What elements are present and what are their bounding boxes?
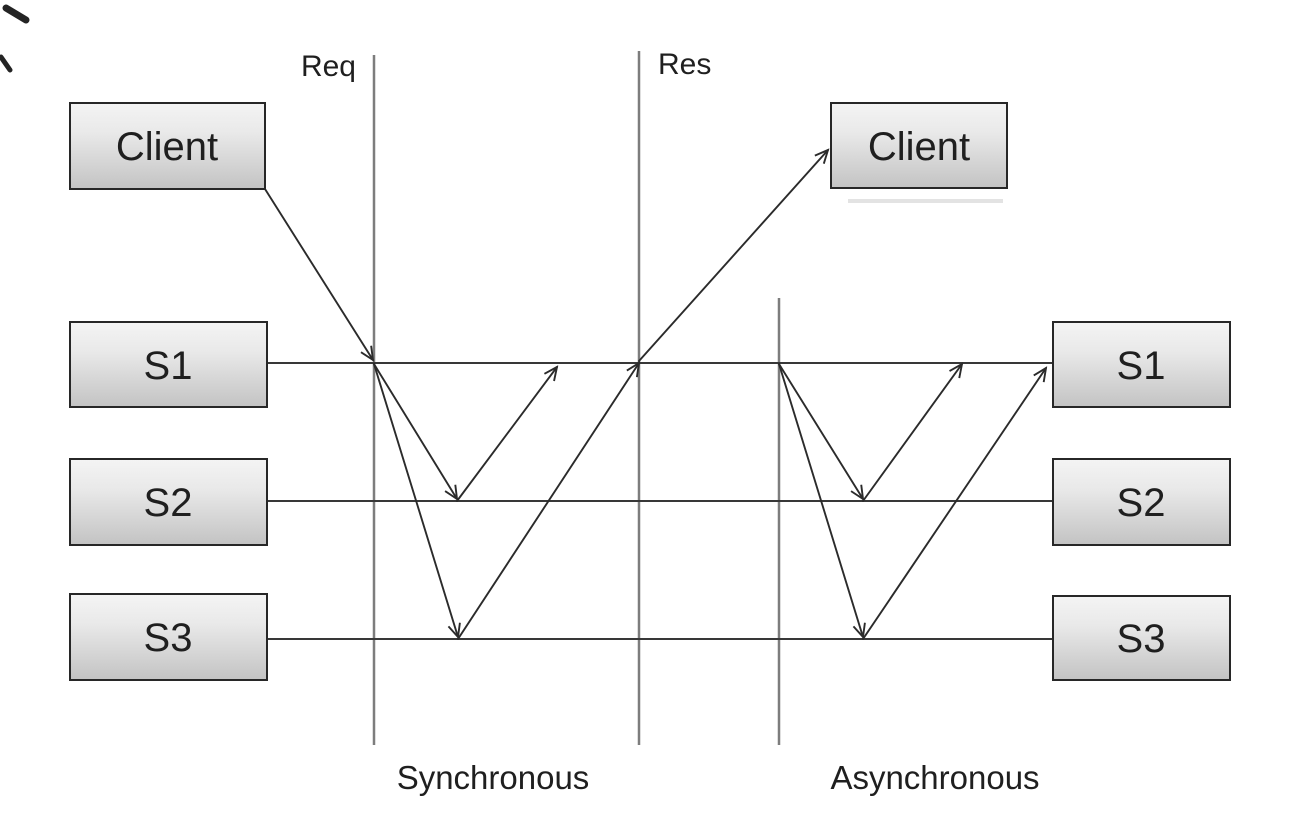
arrow-async-s3-to-s1box (862, 368, 1046, 640)
node-s2-right: S2 (1052, 458, 1231, 546)
arrow-client-to-s1 (264, 188, 373, 360)
req-label: Req (301, 50, 356, 83)
node-client-right: Client (830, 102, 1008, 189)
node-s3-left-label: S3 (144, 616, 193, 660)
node-client-right-label: Client (868, 125, 970, 169)
arrow-async-s1-to-s3 (778, 363, 863, 637)
node-s2-right-box (1052, 458, 1231, 546)
res-label: Res (658, 48, 711, 81)
node-s2-right-label: S2 (1117, 481, 1166, 525)
node-s1-right-box (1052, 321, 1231, 408)
node-client-left-box (69, 102, 266, 190)
node-s3-left: S3 (69, 593, 268, 681)
node-s2-left-label: S2 (144, 481, 193, 525)
node-s1-left-label: S1 (144, 344, 193, 388)
arrow-sync-s2-to-s1 (456, 367, 557, 502)
node-s1-left: S1 (69, 321, 268, 408)
node-s3-right-label: S3 (1117, 617, 1166, 661)
arrow-sync-s3-to-res (457, 363, 639, 640)
node-s3-right-box (1052, 595, 1231, 681)
node-client-right-box (830, 102, 1008, 189)
arrow-async-s1-to-s2 (778, 363, 863, 499)
node-client-left-label: Client (116, 125, 218, 169)
node-s3-right: S3 (1052, 595, 1231, 681)
arrow-res-to-client (638, 150, 828, 362)
asynchronous-label: Asynchronous (830, 759, 1039, 796)
node-s2-left-box (69, 458, 268, 546)
node-s2-left: S2 (69, 458, 268, 546)
synchronous-label: Synchronous (397, 759, 590, 796)
node-s3-left-box (69, 593, 268, 681)
node-s1-right: S1 (1052, 321, 1231, 408)
arrow-sync-s1-to-s3 (373, 363, 458, 637)
arrow-sync-s1-to-s2 (373, 363, 457, 499)
arrow-async-s2-to-s1 (862, 364, 962, 502)
node-s1-left-box (69, 321, 268, 408)
screen-artifact-mark-1 (2, 4, 30, 24)
node-client-left: Client (69, 102, 266, 190)
node-s1-right-label: S1 (1117, 344, 1166, 388)
screen-artifact-mark-2 (0, 54, 13, 73)
